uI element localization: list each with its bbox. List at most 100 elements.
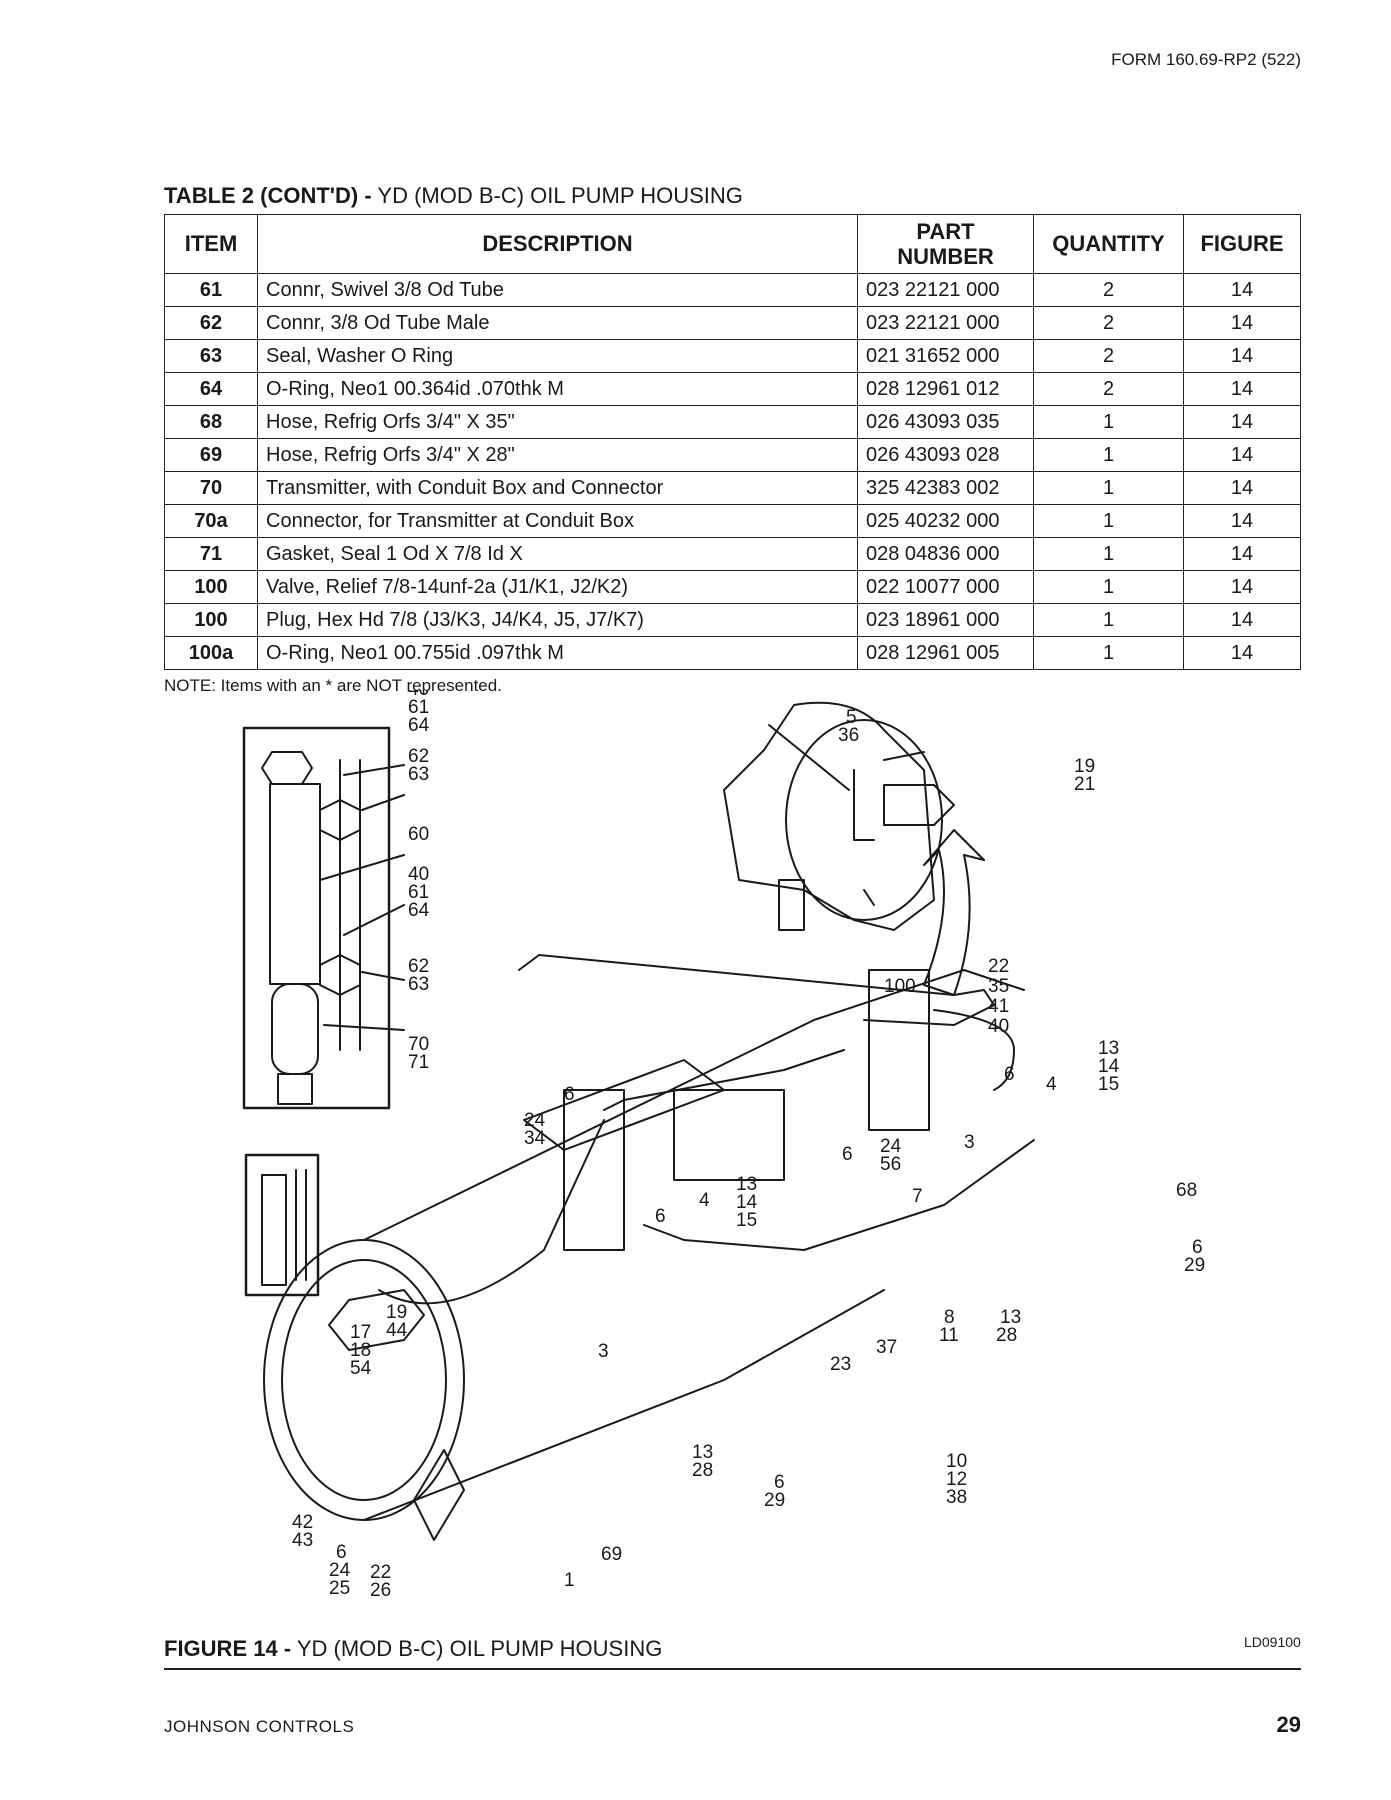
filter-base xyxy=(277,1073,313,1105)
callout-28-label: 28 xyxy=(692,1460,713,1481)
compressor-end-shroud xyxy=(723,701,935,931)
callout-24-label: 24 xyxy=(329,1560,351,1581)
cell-part-number: 028 04836 000 xyxy=(857,537,1034,571)
callout-13-label: 13 xyxy=(736,1174,757,1195)
page-number: 29 xyxy=(1276,1712,1301,1737)
table-title-rest: YD (MOD B-C) OIL PUMP HOUSING xyxy=(371,183,743,208)
callout-1-label: 1 xyxy=(564,1570,575,1591)
small-inset-frame xyxy=(244,1153,320,1297)
hose-68 xyxy=(933,1009,1015,1091)
table-title-bold: TABLE 2 (CONT'D) - xyxy=(164,183,372,208)
callout-19-label: 19 xyxy=(386,1302,407,1323)
cell-part-number: 023 18961 000 xyxy=(857,603,1034,637)
callout-54-label: 54 xyxy=(350,1358,372,1379)
callout-37-label: 37 xyxy=(876,1337,897,1358)
col-part-number: PART NUMBER xyxy=(857,214,1034,274)
callout-61-label: 61 xyxy=(408,882,429,903)
curved-arrow xyxy=(923,829,985,996)
mounting-foot xyxy=(413,1449,465,1541)
end-view-leaders xyxy=(768,724,925,906)
cell-quantity: 1 xyxy=(1033,438,1184,472)
callout-71-label: 71 xyxy=(408,1052,429,1073)
cell-item: 64 xyxy=(164,372,258,406)
upper-oil-tube xyxy=(518,954,995,1026)
end-hex-plug xyxy=(328,1289,425,1351)
inset-tube xyxy=(339,759,361,1051)
callout-23-label: 23 xyxy=(830,1354,851,1375)
callout-29-label: 29 xyxy=(1184,1255,1205,1276)
cell-item: 70a xyxy=(164,504,258,538)
callout-15-label: 15 xyxy=(1098,1074,1119,1095)
cell-description: Valve, Relief 7/8-14unf-2a (J1/K1, J2/K2… xyxy=(257,570,858,604)
cell-part-number: 026 43093 028 xyxy=(857,438,1034,472)
mid-oil-tube xyxy=(603,1049,845,1111)
cell-description: Hose, Refrig Orfs 3/4" X 35" xyxy=(257,405,858,439)
callout-36-label: 36 xyxy=(838,725,859,746)
callout-22-label: 22 xyxy=(988,956,1009,977)
table-header-row: ITEM DESCRIPTION PART NUMBER QUANTITY FI… xyxy=(164,214,1301,274)
callout-35-label: 35 xyxy=(988,976,1009,997)
end-view-tube xyxy=(853,769,875,841)
cell-description: Hose, Refrig Orfs 3/4" X 28" xyxy=(257,438,858,472)
cell-description: O-Ring, Neo1 00.755id .097thk M xyxy=(257,636,858,670)
cell-figure: 14 xyxy=(1183,306,1301,340)
hose-69 xyxy=(378,1119,605,1305)
cell-part-number: 023 22121 000 xyxy=(857,306,1034,340)
cell-part-number: 028 12961 012 xyxy=(857,372,1034,406)
cell-part-number: 021 31652 000 xyxy=(857,339,1034,373)
inset-leaders xyxy=(319,764,405,1031)
cell-figure: 14 xyxy=(1183,372,1301,406)
callout-6-label: 6 xyxy=(842,1144,853,1165)
cell-item: 71 xyxy=(164,537,258,571)
cell-figure: 14 xyxy=(1183,471,1301,505)
callout-5-label: 5 xyxy=(846,707,857,728)
cell-figure: 14 xyxy=(1183,438,1301,472)
housing-end-inner xyxy=(281,1259,447,1501)
footer-rule xyxy=(164,1668,1301,1670)
footer-company: JOHNSON CONTROLS xyxy=(164,1717,355,1736)
cell-figure: 14 xyxy=(1183,339,1301,373)
housing-shell xyxy=(363,969,1025,1521)
callout-64-label: 64 xyxy=(408,900,430,921)
cell-description: Plug, Hex Hd 7/8 (J3/K3, J4/K4, J5, J7/K… xyxy=(257,603,858,637)
cell-part-number: 325 42383 002 xyxy=(857,471,1034,505)
cell-figure: 14 xyxy=(1183,636,1301,670)
callout-22-label: 22 xyxy=(370,1562,391,1583)
callout-3-label: 3 xyxy=(964,1132,975,1153)
lower-oil-tube xyxy=(643,1139,1035,1251)
filter-body xyxy=(269,783,321,985)
compressor-end-flange xyxy=(785,719,943,921)
cell-item: 63 xyxy=(164,339,258,373)
cell-description: Seal, Washer O Ring xyxy=(257,339,858,373)
callout-62-label: 62 xyxy=(408,956,429,977)
callout-4-label: 4 xyxy=(1046,1074,1057,1095)
cell-figure: 14 xyxy=(1183,570,1301,604)
col-quantity: QUANTITY xyxy=(1033,214,1184,274)
cell-quantity: 2 xyxy=(1033,339,1184,373)
cell-item: 100a xyxy=(164,636,258,670)
cell-figure: 14 xyxy=(1183,405,1301,439)
cell-item: 100 xyxy=(164,603,258,637)
cell-figure: 14 xyxy=(1183,537,1301,571)
callout-7-label: 7 xyxy=(912,1186,923,1207)
small-inset-filter xyxy=(261,1174,287,1286)
cell-description: Connr, 3/8 Od Tube Male xyxy=(257,306,858,340)
callout-29-label: 29 xyxy=(764,1490,785,1511)
cell-item: 100 xyxy=(164,570,258,604)
callout-12-label: 12 xyxy=(946,1469,967,1490)
cell-figure: 14 xyxy=(1183,273,1301,307)
callout-40-label: 40 xyxy=(408,690,429,700)
callout-64-label: 64 xyxy=(408,715,430,736)
figure-caption-rest: YD (MOD B-C) OIL PUMP HOUSING xyxy=(291,1636,663,1661)
cell-quantity: 1 xyxy=(1033,603,1184,637)
callout-8-label: 8 xyxy=(944,1307,955,1328)
callout-40-label: 40 xyxy=(408,864,429,885)
callout-60-label: 60 xyxy=(408,824,429,845)
col-description: DESCRIPTION xyxy=(257,214,858,274)
